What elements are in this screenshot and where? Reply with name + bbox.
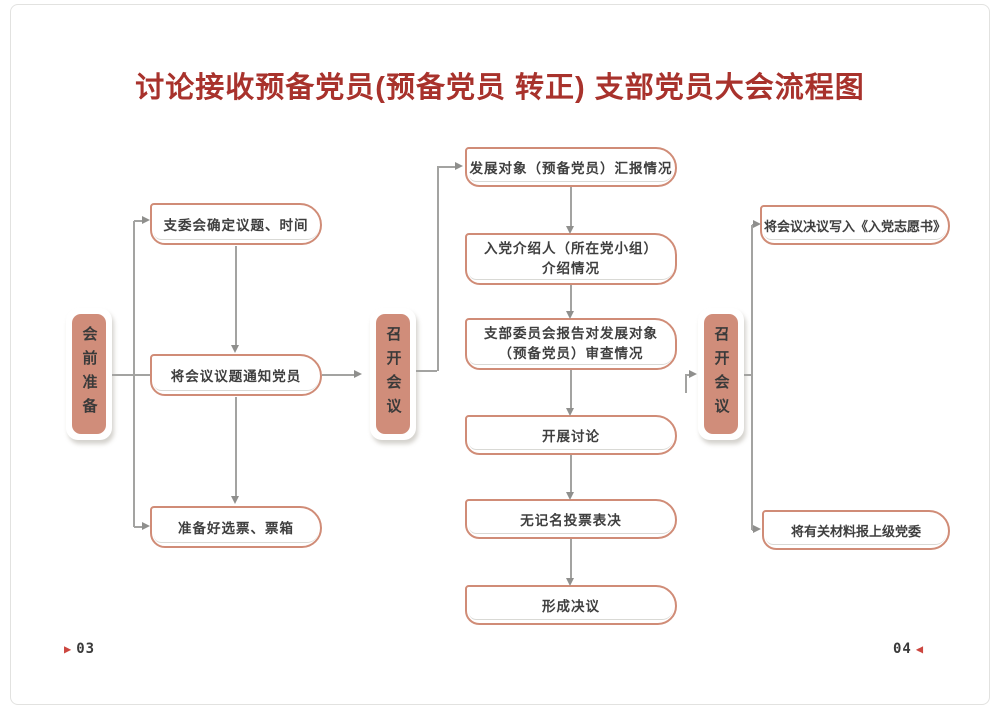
stage-convene-meeting-2: 召开会议: [698, 308, 744, 440]
connector-line: [744, 374, 752, 376]
step-set-agenda: 支委会确定议题、时间: [150, 203, 322, 245]
step-secret-ballot: 无记名投票表决: [465, 499, 677, 539]
arrowhead-icon: [566, 578, 574, 586]
step-notify-members: 将会议议题通知党员: [150, 354, 322, 396]
connector-line: [751, 225, 753, 530]
arrowhead-icon: [142, 522, 150, 530]
arrowhead-icon: [455, 162, 463, 170]
step-discussion: 开展讨论: [465, 415, 677, 455]
stage-pre-meeting: 会前准备: [66, 308, 112, 440]
connector-line: [437, 166, 439, 371]
arrowhead-icon: [566, 492, 574, 500]
connector-line: [685, 374, 687, 393]
stage-convene-meeting-2-label: 召开会议: [704, 314, 738, 434]
connector-line: [134, 526, 143, 528]
step-report-to-higher-committee: 将有关材料报上级党委: [762, 510, 950, 550]
connector-line: [112, 374, 150, 376]
connector-line: [235, 246, 237, 345]
connector-line: [570, 455, 572, 492]
connector-line: [570, 285, 572, 311]
connector-line: [322, 374, 354, 376]
stage-convene-meeting-label: 召开会议: [376, 314, 410, 434]
connector-line: [685, 374, 690, 376]
connector-line: [133, 221, 135, 527]
page-number-left: 03: [76, 641, 96, 657]
step-branch-committee-report: 支部委员会报告对发展对象 （预备党员）审查情况: [465, 318, 677, 370]
arrowhead-icon: [354, 370, 362, 378]
arrowhead-icon: [566, 226, 574, 234]
step-introducers-report: 入党介绍人（所在党小组） 介绍情况: [465, 233, 677, 285]
connector-line: [134, 220, 143, 222]
arrowhead-icon: [753, 220, 761, 228]
page-number-right: 04: [893, 641, 912, 657]
arrowhead-icon: [753, 525, 761, 533]
connector-line: [438, 166, 456, 168]
arrowhead-icon: [566, 408, 574, 416]
arrowhead-icon: [566, 311, 574, 319]
arrowhead-icon: [231, 345, 239, 353]
step-write-resolution: 将会议决议写入《入党志愿书》: [760, 205, 950, 245]
connector-line: [570, 539, 572, 578]
page-title: 讨论接收预备党员(预备党员 转正) 支部党员大会流程图: [135, 72, 865, 104]
page-marker-right: 04 ◀: [893, 641, 924, 657]
connector-line: [235, 397, 237, 496]
step-candidate-report: 发展对象（预备党员）汇报情况: [465, 147, 677, 187]
triangle-right-icon: ▶: [64, 642, 73, 656]
connector-line: [570, 370, 572, 408]
triangle-left-icon: ◀: [915, 642, 925, 656]
arrowhead-icon: [689, 370, 697, 378]
arrowhead-icon: [142, 216, 150, 224]
stage-convene-meeting: 召开会议: [370, 308, 416, 440]
arrowhead-icon: [231, 496, 239, 504]
connector-line: [570, 187, 572, 226]
step-prepare-ballots: 准备好选票、票箱: [150, 506, 322, 548]
stage-pre-meeting-label: 会前准备: [72, 314, 106, 434]
step-form-resolution: 形成决议: [465, 585, 677, 625]
page-marker-left: ▶ 03: [64, 641, 95, 657]
connector-line: [416, 370, 437, 372]
